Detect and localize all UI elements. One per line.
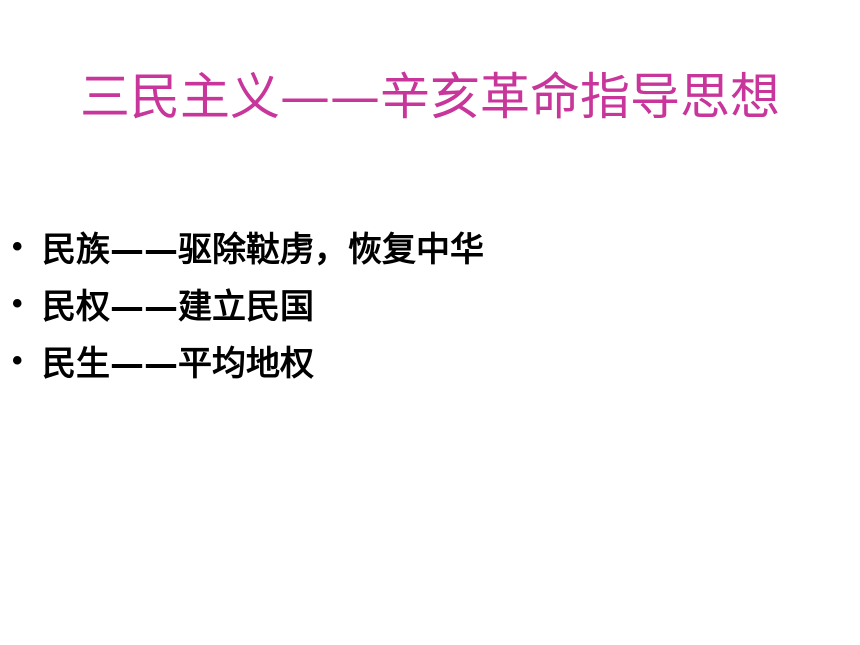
bullet-list: • 民族——驱除鞑虏，恢复中华 • 民权——建立民国 • 民生——平均地权 xyxy=(12,218,484,389)
bullet-text: 民族——驱除鞑虏，恢复中华 xyxy=(42,230,484,270)
bullet-text: 民生——平均地权 xyxy=(42,344,314,384)
bullet-dot-icon: • xyxy=(12,343,23,377)
slide-title: 三民主义——辛亥革命指导思想 xyxy=(80,68,780,126)
bullet-item-minsheng: • 民生——平均地权 xyxy=(12,332,484,389)
bullet-text: 民权——建立民国 xyxy=(42,287,314,327)
bullet-dot-icon: • xyxy=(12,286,23,320)
bullet-item-minquan: • 民权——建立民国 xyxy=(12,275,484,332)
bullet-dot-icon: • xyxy=(12,229,23,263)
bullet-item-minzu: • 民族——驱除鞑虏，恢复中华 xyxy=(12,218,484,275)
